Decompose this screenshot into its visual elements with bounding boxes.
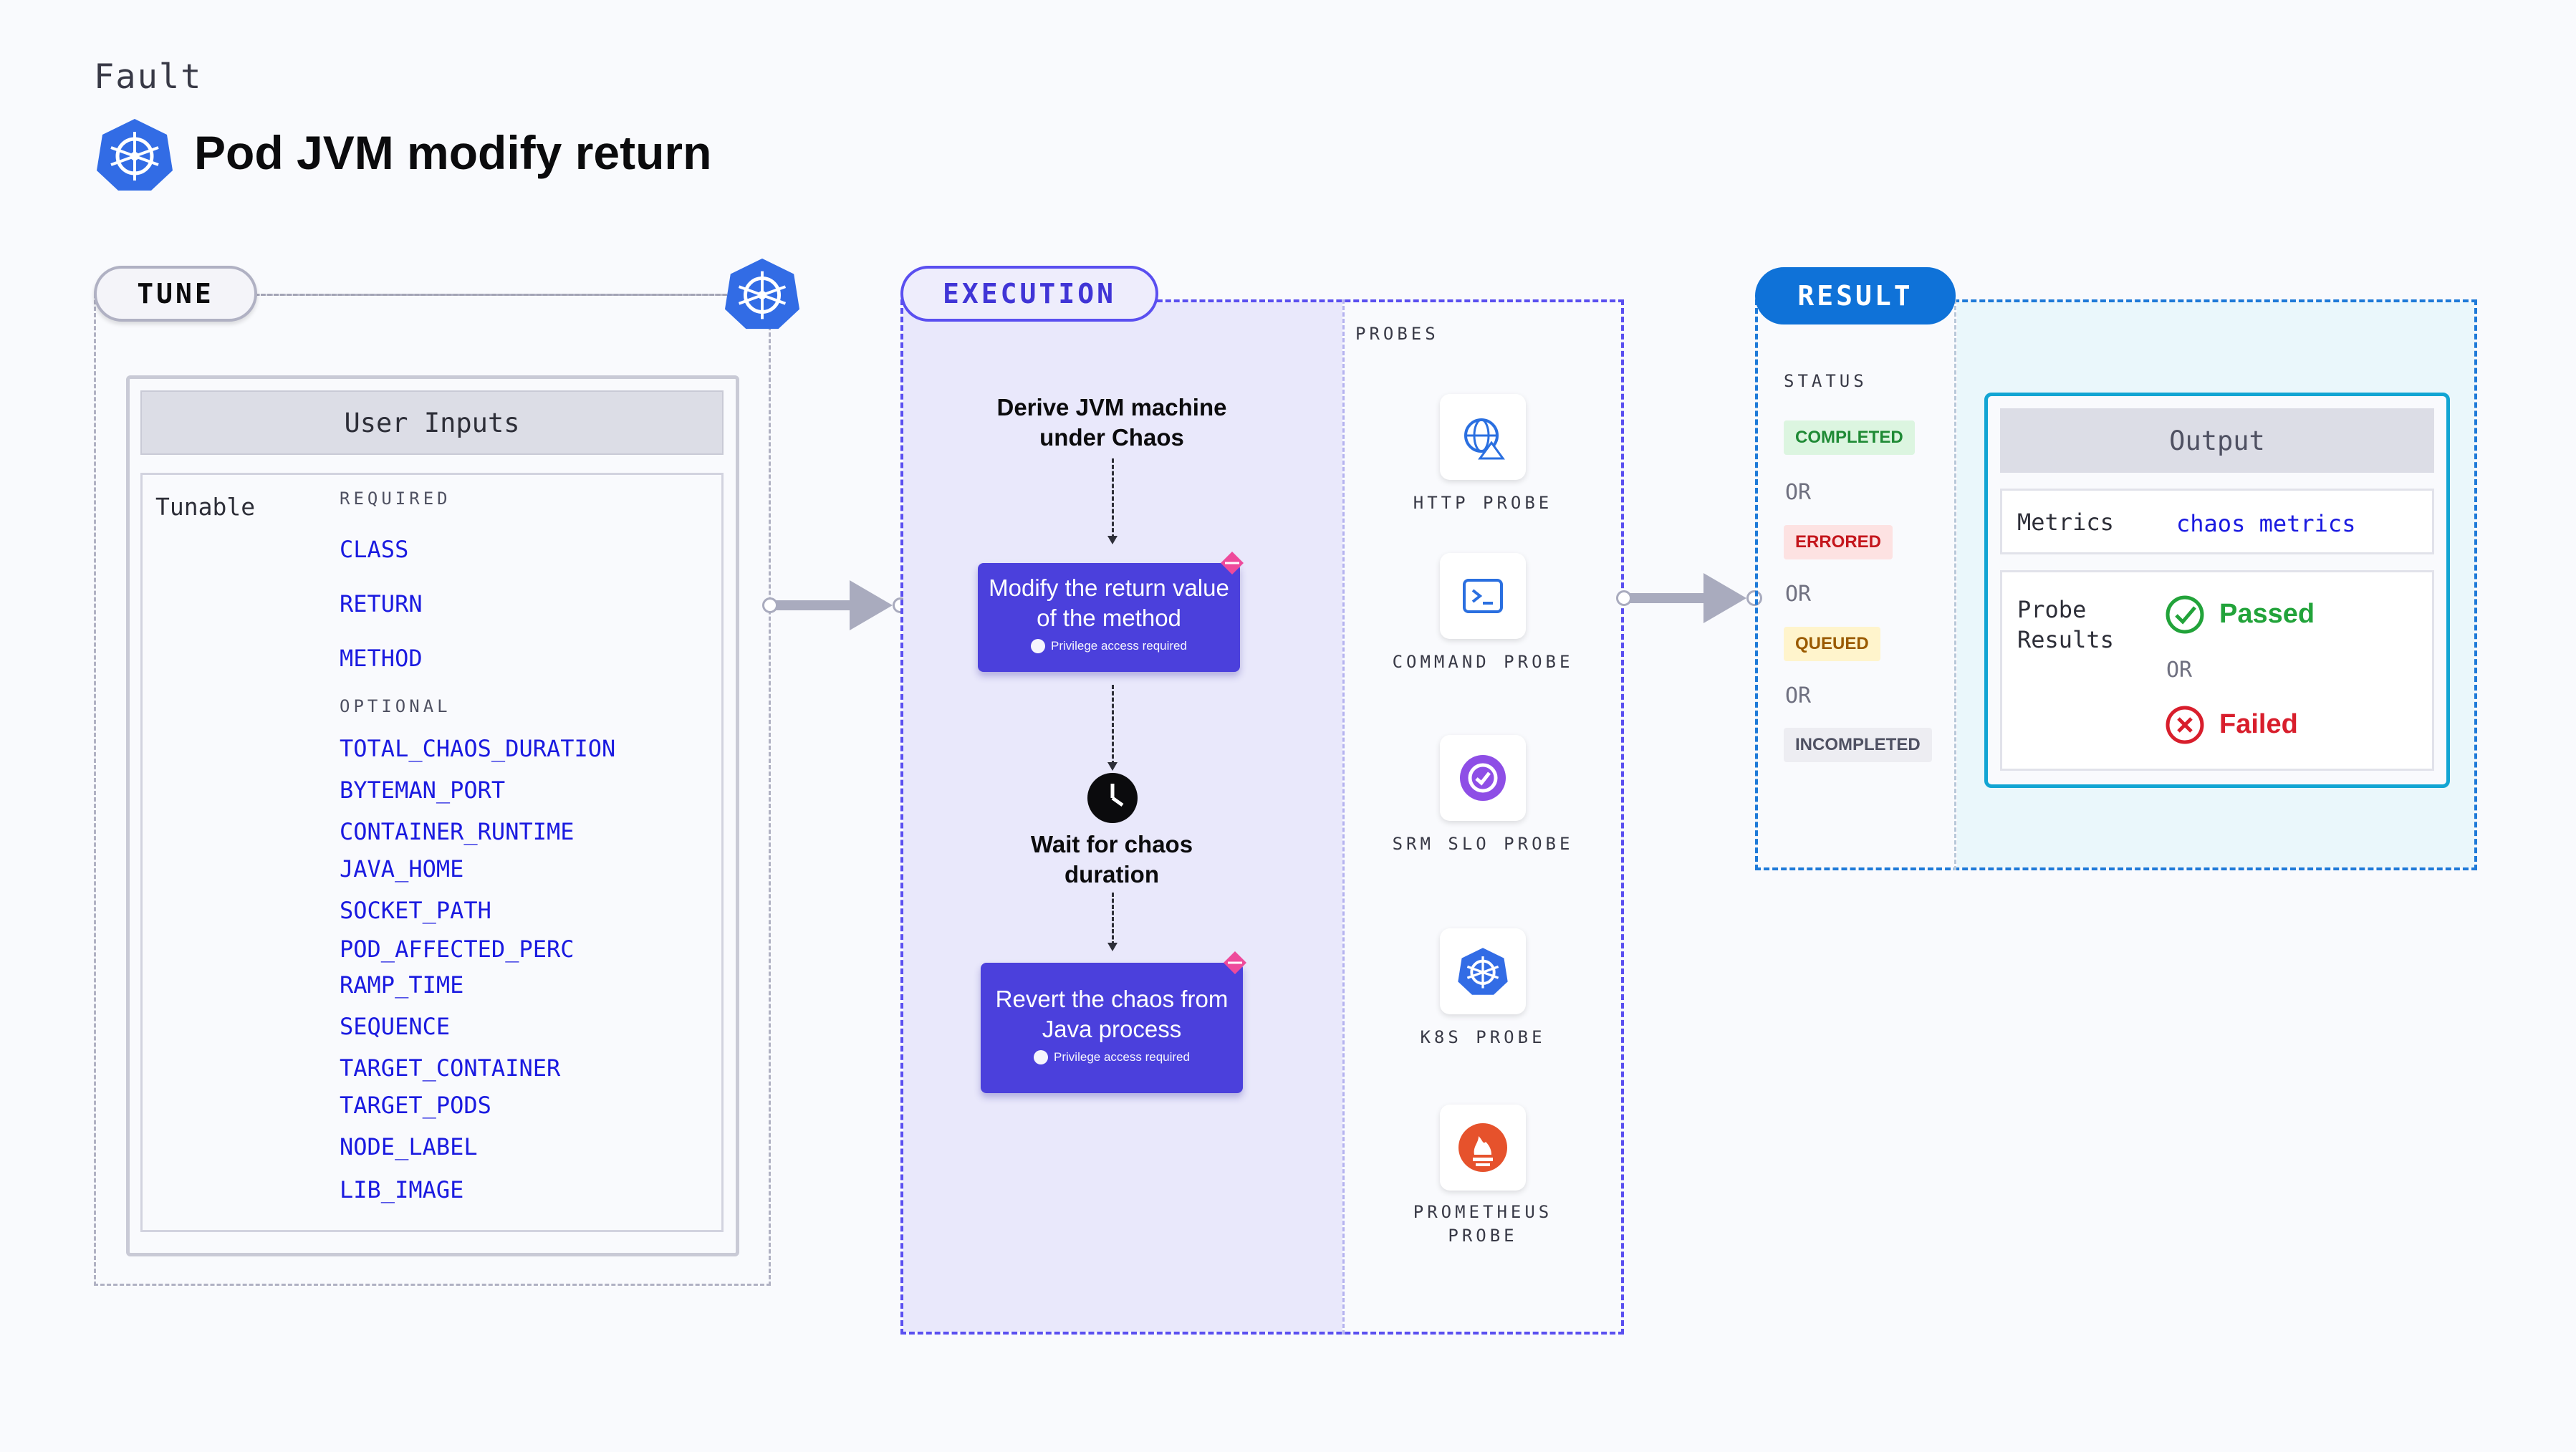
probe-failed-label: Failed (2219, 709, 2298, 739)
k8s-probe-icon (1440, 928, 1526, 1014)
clock-icon (1087, 773, 1138, 823)
probes-label: PROBES (1355, 324, 1439, 344)
connector-dot (1746, 590, 1762, 606)
connector-dot (762, 597, 778, 613)
status-badge-completed: COMPLETED (1784, 420, 1915, 455)
or-separator: OR (1785, 683, 1812, 708)
result-pill: RESULT (1755, 267, 1956, 324)
step-derive-jvm: Derive JVM machine under Chaos (996, 394, 1227, 451)
chaos-badge-icon (1224, 951, 1246, 974)
or-separator: OR (1785, 582, 1812, 607)
probe-label: K8S PROBE (1420, 1027, 1546, 1047)
check-circle-icon (2166, 595, 2204, 634)
step-card-title: Revert the chaos from Java process (995, 986, 1229, 1042)
tunable-list (140, 473, 724, 1232)
status-badge-incompleted: INCOMPLETED (1784, 728, 1932, 762)
kubernetes-icon (724, 258, 800, 330)
step-card-modify-return: Modify the return value of the method Pr… (978, 563, 1240, 672)
param-item: JAVA_HOME (340, 855, 464, 883)
execution-divider (1342, 299, 1345, 1335)
flow-line (1112, 893, 1114, 946)
tune-divider (254, 294, 727, 296)
optional-label: OPTIONAL (340, 696, 451, 716)
step-card-title: Modify the return value of the method (989, 574, 1229, 631)
required-label: REQUIRED (340, 489, 451, 509)
prometheus-probe-icon (1440, 1105, 1526, 1191)
connector-dot (1616, 590, 1632, 606)
param-item: CONTAINER_RUNTIME (340, 818, 575, 845)
kubernetes-icon (97, 119, 173, 191)
x-circle-icon (2166, 706, 2204, 744)
privilege-note: Privilege access required (1054, 1050, 1190, 1064)
probe-results-label: Probe Results (2017, 596, 2114, 653)
page-title: Pod JVM modify return (194, 126, 712, 179)
tunable-label: Tunable (155, 493, 256, 521)
result-divider (1954, 299, 1956, 870)
param-item: TARGET_CONTAINER (340, 1054, 561, 1082)
user-inputs-title: User Inputs (140, 390, 724, 455)
step-wait-duration: Wait for chaos duration (1030, 831, 1193, 888)
step-card-revert-chaos: Revert the chaos from Java process Privi… (981, 963, 1243, 1093)
user-inputs-card (126, 375, 739, 1256)
param-item: TOTAL_CHAOS_DURATION (340, 735, 616, 762)
param-item: RETURN (340, 590, 423, 617)
param-item: POD_AFFECTED_PERC (340, 936, 575, 963)
param-item: METHOD (340, 645, 423, 672)
http-probe-icon (1440, 394, 1526, 480)
lock-icon (1034, 1050, 1049, 1064)
param-item: BYTEMAN_PORT (340, 777, 506, 804)
chaos-metrics-link[interactable]: chaos metrics (2176, 510, 2356, 537)
chaos-badge-icon (1221, 552, 1244, 574)
param-item: SEQUENCE (340, 1013, 451, 1040)
srm-slo-probe-icon (1440, 735, 1526, 821)
arrow-down-icon (1107, 536, 1118, 544)
connector-line (771, 600, 864, 610)
status-badge-queued: QUEUED (1784, 627, 1880, 661)
arrow-down-icon (1107, 762, 1118, 771)
fault-eyebrow: Fault (94, 57, 203, 97)
probe-label: COMMAND PROBE (1392, 652, 1574, 672)
output-title: Output (2000, 408, 2434, 473)
result-section (1755, 299, 2477, 870)
arrow-down-icon (1107, 943, 1118, 951)
or-separator: OR (1785, 480, 1812, 505)
tune-pill: TUNE (94, 266, 257, 322)
probe-label: SRM SLO PROBE (1392, 834, 1574, 854)
param-item: LIB_IMAGE (340, 1176, 464, 1203)
execution-pill: EXECUTION (900, 266, 1158, 322)
output-metrics-row (2000, 489, 2434, 554)
flow-line (1112, 685, 1114, 765)
param-item: TARGET_PODS (340, 1092, 491, 1119)
arrow-right-icon (1703, 573, 1746, 623)
lock-icon (1031, 639, 1046, 653)
metrics-label: Metrics (2017, 509, 2114, 536)
status-label: STATUS (1784, 371, 1868, 391)
or-separator: OR (2166, 658, 2193, 683)
param-item: NODE_LABEL (340, 1133, 478, 1160)
probe-passed-label: Passed (2219, 599, 2315, 629)
execution-section (900, 299, 1624, 1335)
arrow-right-icon (850, 580, 893, 630)
param-item: CLASS (340, 536, 409, 563)
status-badge-errored: ERRORED (1784, 525, 1893, 559)
connector-line (1625, 593, 1718, 603)
flow-line (1112, 458, 1114, 539)
probe-label: PROMETHEUS PROBE (1413, 1202, 1553, 1246)
privilege-note: Privilege access required (1051, 639, 1187, 653)
command-probe-icon (1440, 553, 1526, 639)
param-item: SOCKET_PATH (340, 897, 491, 924)
output-probe-results (2000, 570, 2434, 771)
probe-label: HTTP PROBE (1413, 493, 1553, 513)
param-item: RAMP_TIME (340, 971, 464, 999)
